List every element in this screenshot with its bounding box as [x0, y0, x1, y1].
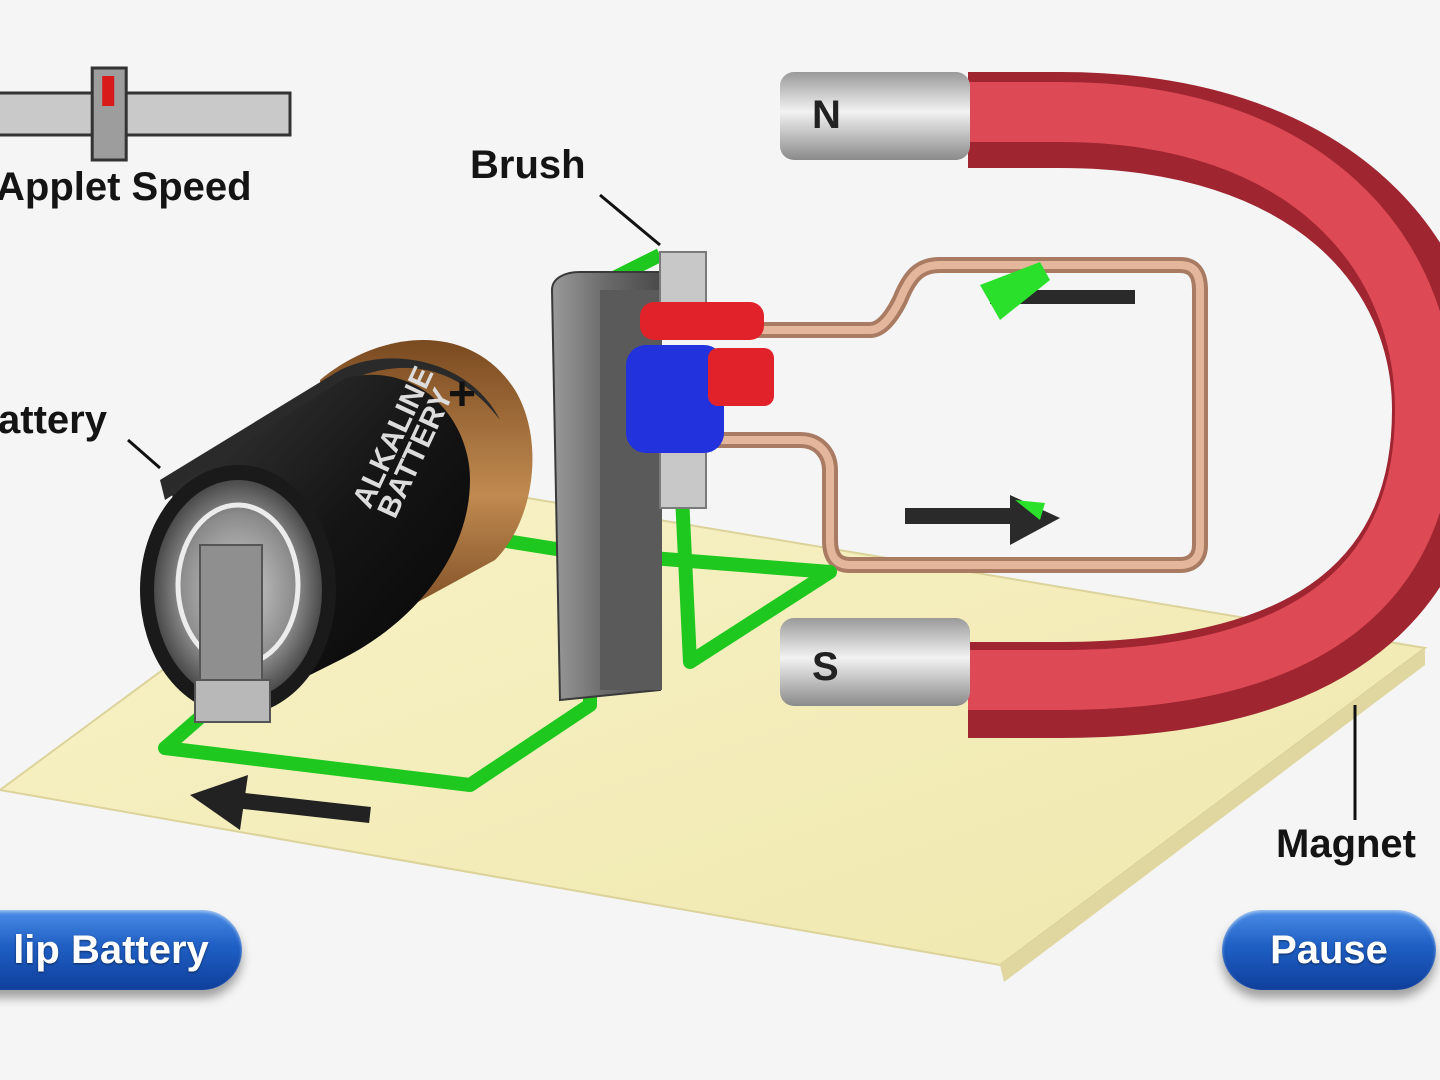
applet-speed-slider[interactable]	[0, 66, 292, 162]
armature-coil	[710, 257, 1208, 573]
north-pole-cap	[780, 72, 970, 160]
applet-speed-label: Applet Speed	[0, 165, 252, 209]
flip-battery-button[interactable]: lip Battery	[0, 910, 242, 990]
horseshoe-magnet	[780, 72, 1440, 738]
brush-label: Brush	[470, 143, 586, 187]
commutator-blue-segment	[626, 345, 724, 453]
brush-pointer-line	[599, 193, 661, 247]
battery-label: attery	[0, 398, 107, 442]
slider-thumb-indicator	[102, 76, 115, 106]
pause-button[interactable]: Pause	[1222, 910, 1436, 990]
magnet-label: Magnet	[1276, 822, 1416, 866]
wire-back-loop	[498, 454, 837, 669]
battery: ALKALINE BATTERY +	[140, 340, 533, 723]
slider-track[interactable]	[0, 91, 292, 137]
commutator-red-segment	[640, 302, 764, 340]
brush-bottom	[659, 449, 707, 509]
current-arrow	[190, 775, 371, 830]
base-board-edge	[1000, 648, 1425, 982]
commutator	[626, 302, 774, 453]
commutator-red-segment-2	[708, 348, 774, 406]
battery-plus-sign: +	[448, 368, 476, 421]
battery-pointer-line	[127, 438, 161, 470]
south-pole-cap	[780, 618, 970, 706]
north-pole-label: N	[812, 93, 841, 137]
south-pole-label: S	[812, 645, 839, 689]
magnet-body-highlight	[968, 82, 1440, 710]
force-arrow-bottom	[905, 495, 1060, 545]
battery-terminal-clip	[199, 544, 263, 696]
force-arrow-top	[980, 262, 1135, 320]
